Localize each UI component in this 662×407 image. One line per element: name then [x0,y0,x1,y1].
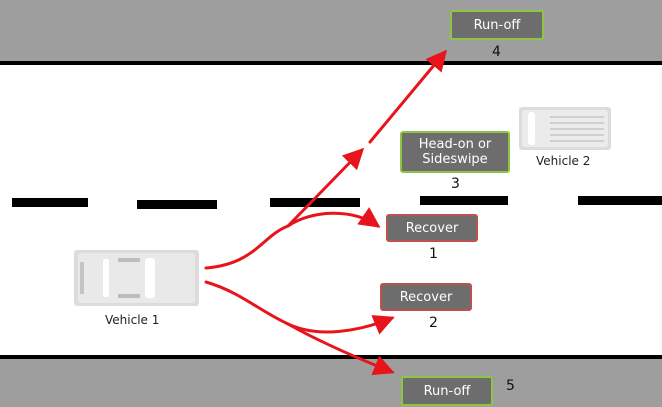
lane-dash [578,196,662,205]
trajectory-paths [204,49,447,376]
bottom-shoulder [0,358,662,407]
road-surface [0,62,662,358]
lane-dash [270,198,360,207]
outcome-number-4: 4 [492,44,501,60]
runoff-4-label: Run-off [450,10,544,40]
path-to-runoff-5 [286,322,395,376]
outcome-number-1: 1 [429,246,438,262]
bottom-edge-line [0,355,662,359]
vehicle-1-caption: Vehicle 1 [105,313,160,327]
recover-2-label: Recover [380,283,472,311]
headon-sideswipe-label: Head-on or Sideswipe [400,131,510,173]
vehicle-2-caption: Vehicle 2 [536,154,591,168]
lane-dash [12,198,88,207]
outcome-number-2: 2 [429,315,438,331]
top-shoulder [0,0,662,62]
path-to-recover-1 [286,207,381,228]
runoff-5-label: Run-off [401,376,493,406]
outcome-number-5: 5 [506,378,515,394]
vehicle-1-icon [74,250,199,306]
outcome-number-3: 3 [451,176,460,192]
vehicle-2-icon [519,107,611,150]
path-to-runoff-4-upper [368,49,447,144]
lane-dash [137,200,217,209]
lane-divider [12,196,662,209]
recover-1-label: Recover [386,214,478,242]
top-edge-line [0,61,662,65]
path-to-runoff-4 [204,147,365,270]
lane-dash [420,196,508,205]
